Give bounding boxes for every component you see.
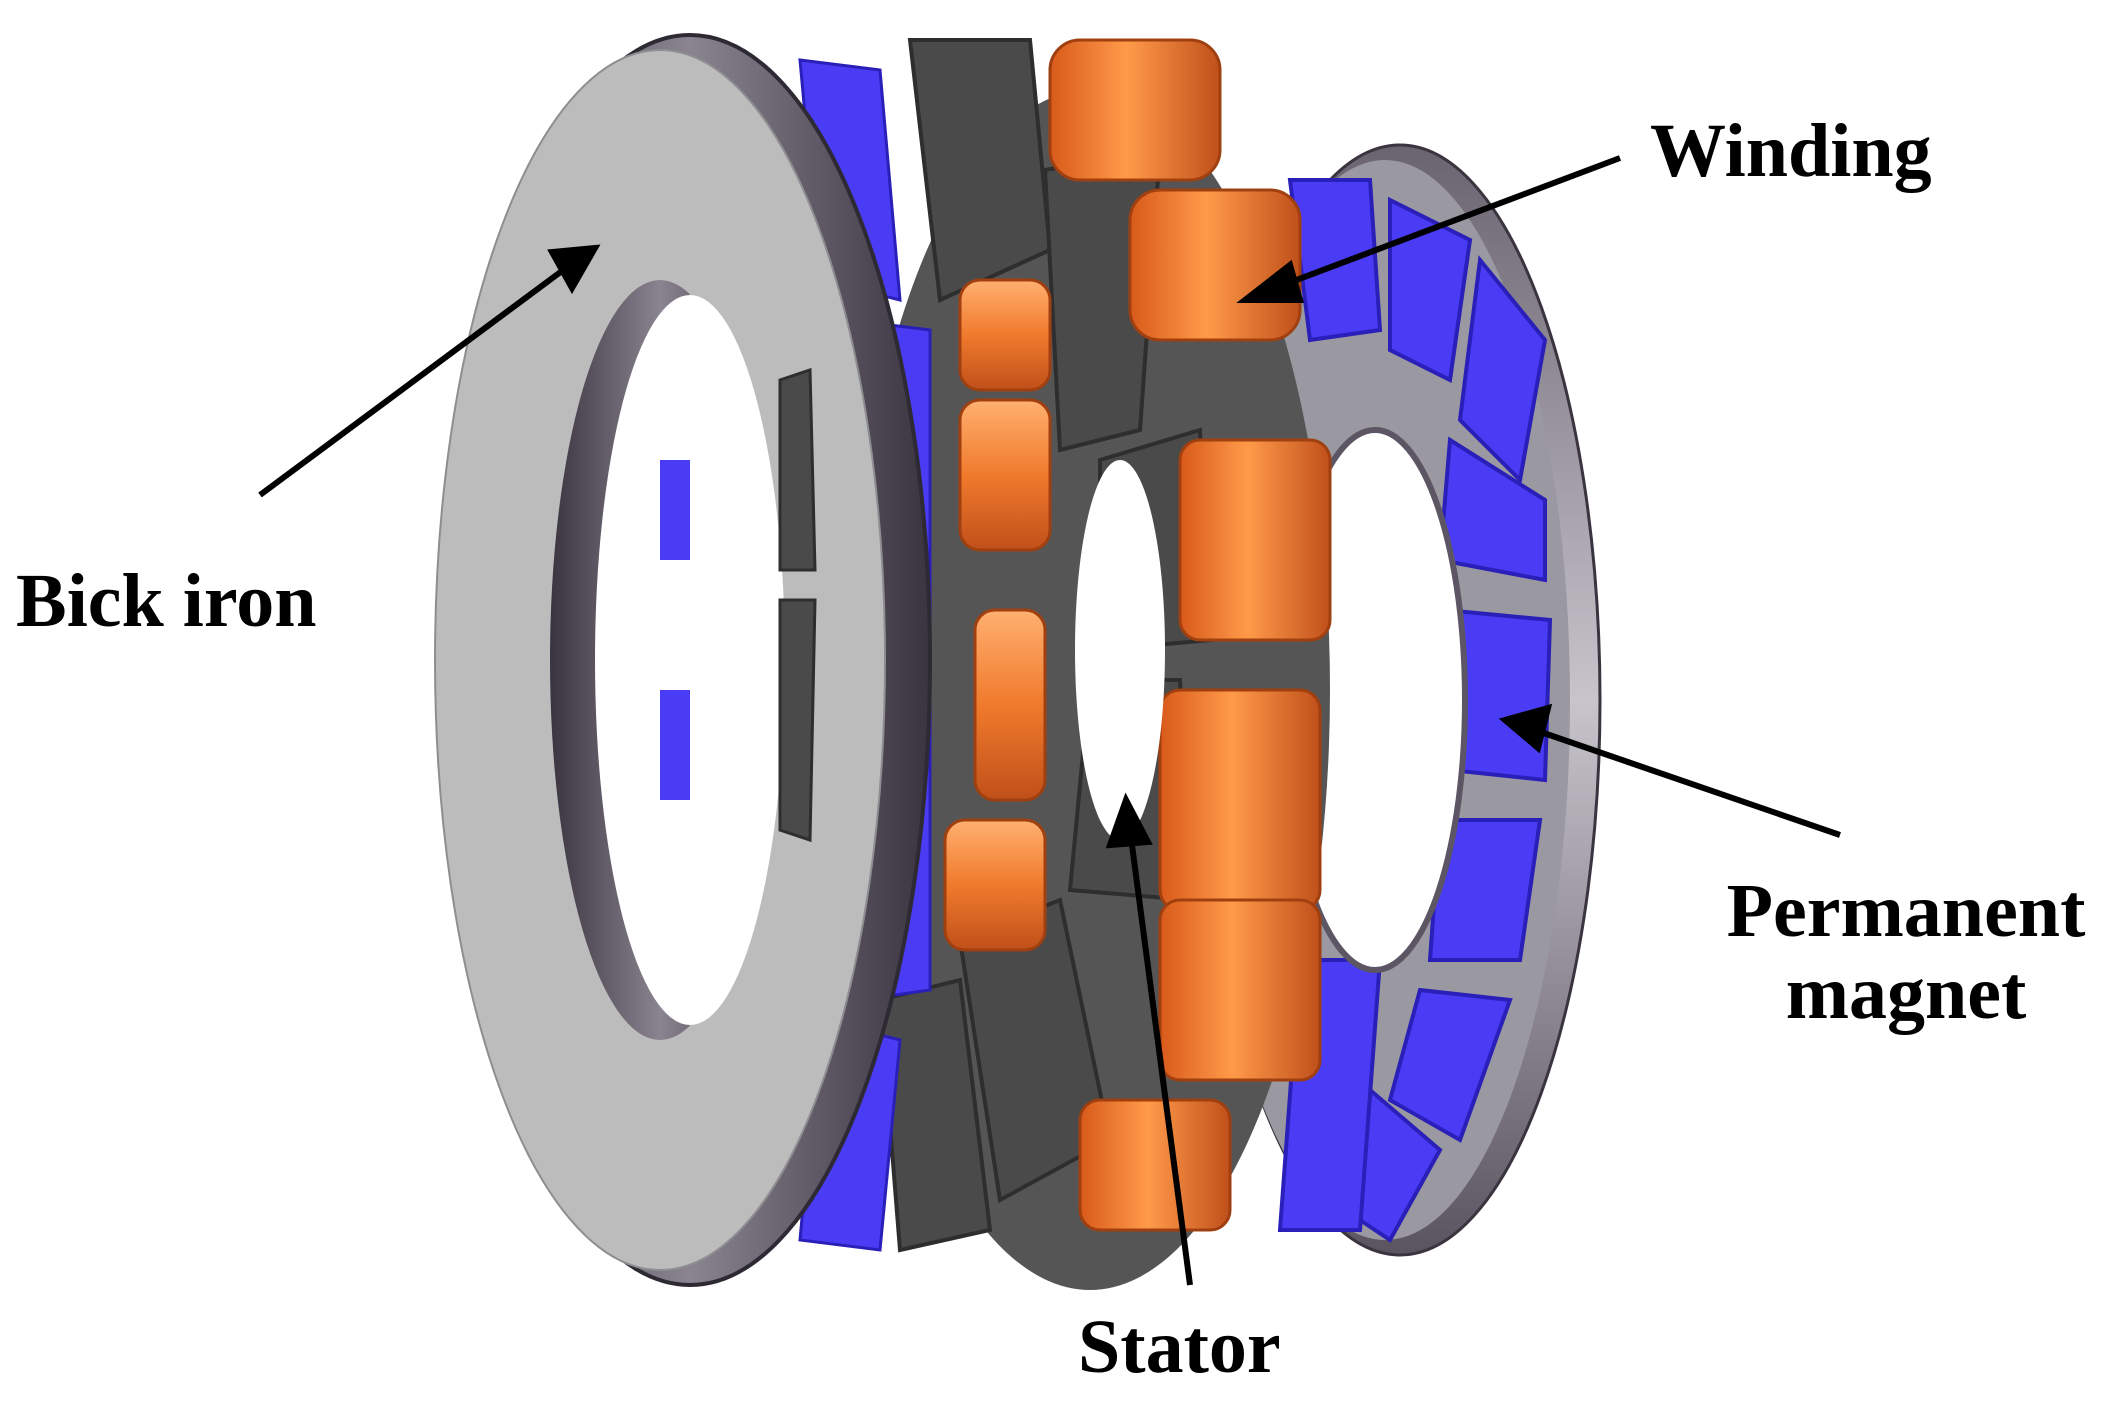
annotation-arrows	[258, 155, 1841, 1286]
label-winding: Winding	[1650, 109, 1932, 193]
arrow-stator	[1127, 829, 1193, 1286]
winding-coil	[1178, 438, 1332, 642]
magnet-segment	[1287, 178, 1383, 343]
winding-coil	[1128, 188, 1302, 342]
magnet-segment	[660, 690, 690, 800]
stator-pole	[778, 367, 817, 572]
label-stator: Stator	[1078, 1305, 1281, 1389]
arrow-permanent-magnet	[1534, 727, 1841, 838]
left-rotor	[434, 33, 932, 1287]
arrow-back-iron	[258, 262, 572, 498]
label-permanent-magnet: Permanent magnet	[1716, 870, 2096, 1034]
winding-coil	[1158, 898, 1322, 1082]
stator-pole	[778, 598, 817, 843]
stator-center-gap	[1075, 460, 1165, 840]
back-iron-hole	[595, 295, 785, 1025]
label-back-iron: Bick iron	[16, 559, 317, 643]
winding-coil	[1048, 38, 1222, 182]
winding-coil	[943, 818, 1047, 952]
magnet-segment	[1387, 987, 1513, 1143]
arrowhead-stator	[1105, 792, 1153, 849]
winding-coil	[1158, 688, 1322, 912]
magnet-segment	[660, 460, 690, 560]
label-permanent-magnet-line2: magnet	[1785, 951, 2027, 1035]
arrow-winding	[1268, 155, 1622, 293]
winding-coil	[958, 278, 1052, 392]
magnet-segment	[1457, 255, 1548, 485]
winding-coil	[958, 398, 1052, 552]
arrowhead-permanent-magnet	[1498, 703, 1553, 754]
arrowhead-back-iron	[547, 244, 601, 295]
winding-coil	[1078, 1098, 1232, 1232]
stator-pole	[877, 977, 993, 1253]
arrowhead-winding	[1236, 259, 1304, 303]
windings	[943, 38, 1332, 1232]
winding-coil	[973, 608, 1047, 802]
label-permanent-magnet-line1: Permanent	[1726, 869, 2086, 953]
stator-assembly	[777, 38, 1332, 1290]
